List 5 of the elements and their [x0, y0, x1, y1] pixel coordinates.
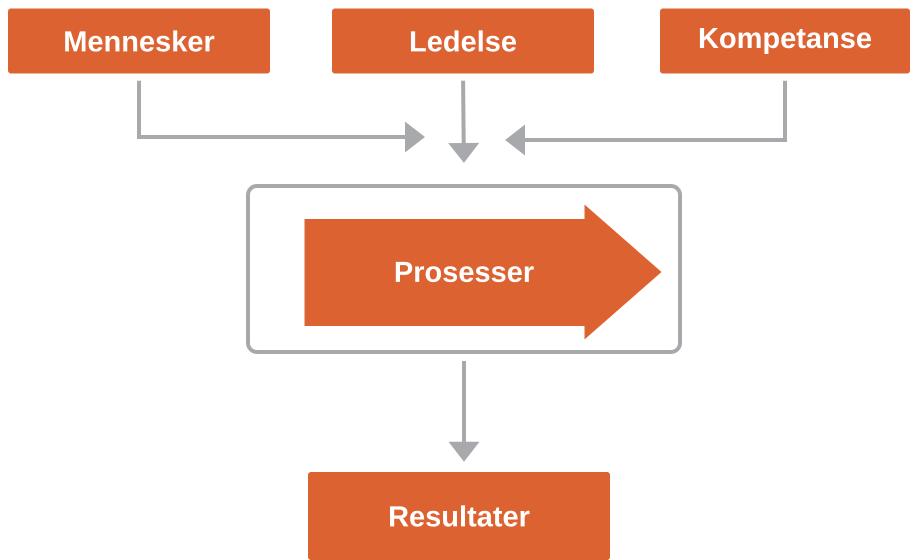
process-frame [246, 184, 682, 354]
label-box: Kompetanse [660, 8, 910, 74]
label-box: Ledelse [332, 8, 594, 74]
label-box: Resultater [308, 472, 610, 560]
label-box: Mennesker [8, 8, 270, 74]
